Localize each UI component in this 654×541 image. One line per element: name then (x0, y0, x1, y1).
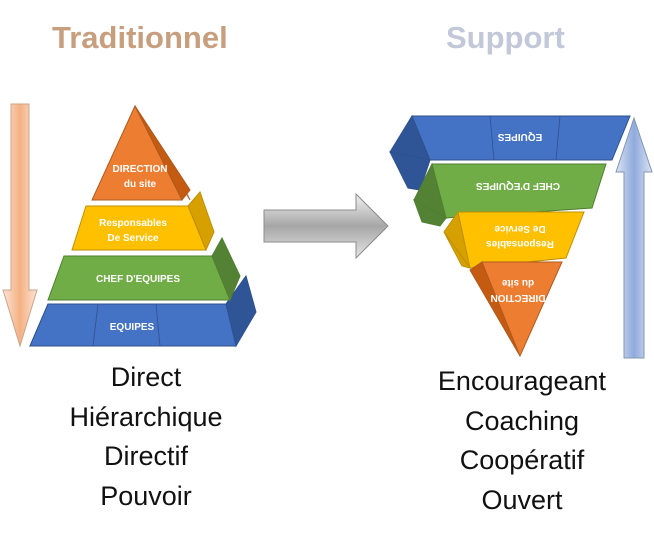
level-responsables-line2: De Service (107, 233, 159, 244)
level-responsables-line1: Responsables (99, 218, 167, 229)
level-direction: DIRECTION du site (91, 104, 191, 201)
level-direction-inverted: du site DIRECTION (469, 261, 563, 358)
level-chef-equipes: CHEF D'EQUIPES (47, 236, 241, 302)
level-chef-equipes-label: CHEF D'EQUIPES (96, 274, 180, 285)
traditional-traits-list: Direct Hiérarchique Directif Pouvoir (40, 358, 252, 516)
level-chef-equipes-inverted: CHEF D'EQUIPES (413, 162, 607, 227)
pyramid-support: EQUIPES CHEF D'EQUIPES De Service Respon… (389, 114, 631, 358)
title-traditionnel: Traditionnel (52, 20, 228, 55)
level-equipes-inverted: EQUIPES (389, 114, 631, 191)
level-equipes: EQUIPES (29, 274, 257, 348)
right-arrow-icon (263, 192, 389, 260)
trait-directif: Directif (103, 441, 188, 471)
trait-hierarchique: Hiérarchique (69, 401, 223, 432)
level-direction-line2: du site (124, 179, 157, 190)
title-support: Support (446, 20, 565, 55)
level-equipes-label: EQUIPES (110, 322, 155, 333)
level-responsables: Responsables De Service (71, 191, 215, 252)
level-direction-inverted-line1: du site (501, 277, 534, 288)
down-arrow-icon (2, 103, 38, 348)
trait-coaching: Coaching (464, 405, 580, 436)
level-direction-line1: DIRECTION (113, 164, 168, 175)
trait-direct: Direct (110, 362, 182, 392)
pyramid-traditional: EQUIPES CHEF D'EQUIPES Responsables De S… (29, 104, 257, 348)
level-equipes-inverted-label: EQUIPES (497, 131, 542, 142)
level-direction-inverted-line2: DIRECTION (491, 292, 546, 303)
up-arrow-icon (615, 116, 653, 359)
trait-cooperatif: Coopératif (459, 445, 585, 475)
level-responsables-inverted: De Service Responsables (443, 210, 585, 269)
level-responsables-inverted-line2: Responsables (486, 238, 554, 249)
level-chef-equipes-inverted-label: CHEF D'EQUIPES (476, 180, 560, 191)
support-traits-list: Encourageant Coaching Coopératif Ouvert (412, 362, 632, 520)
level-responsables-inverted-line1: De Service (494, 223, 546, 234)
trait-pouvoir: Pouvoir (100, 480, 192, 511)
trait-ouvert: Ouvert (481, 484, 563, 515)
trait-encourageant: Encourageant (437, 366, 607, 396)
